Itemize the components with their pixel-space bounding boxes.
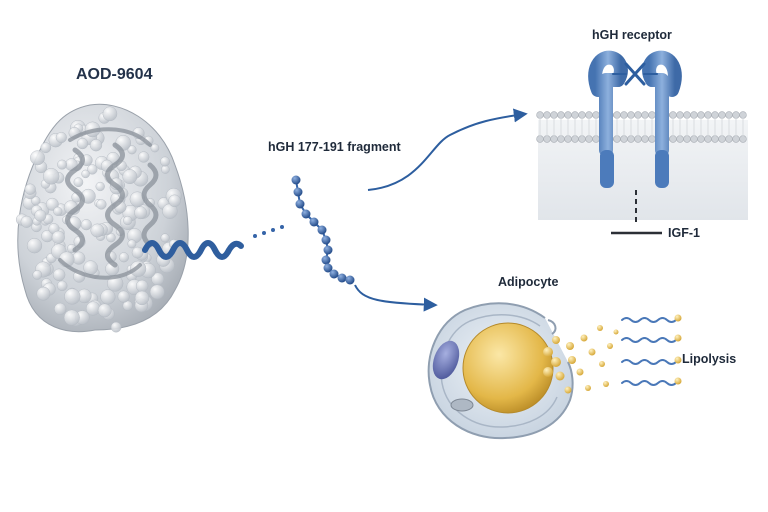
protein-helices (58, 127, 159, 280)
receptor-block-x-icon (612, 62, 658, 86)
fragment-helix (142, 225, 284, 260)
lipid-droplet (462, 322, 554, 414)
arrow-to-receptor (367, 108, 528, 191)
cell-membrane (536, 111, 748, 220)
lipolysis-label: Lipolysis (682, 352, 737, 366)
igf-label: IGF-1 (668, 226, 700, 240)
adipocyte-label: Adipocyte (498, 275, 559, 289)
arrow-to-adipocyte (354, 284, 438, 312)
hgh-receptor-left (588, 50, 628, 188)
inhibition-bar-icon (611, 190, 662, 235)
receptor-label: hGH receptor (592, 28, 672, 42)
protein-title: AOD-9604 (76, 66, 153, 83)
fragment-bead-chain (291, 175, 355, 285)
adipocyte-cell (427, 302, 574, 440)
fragment-label: hGH 177-191 fragment (268, 140, 401, 154)
fatty-acid-chains (621, 314, 682, 386)
mitochondrion (450, 398, 474, 412)
lipid-release-dots (543, 325, 619, 394)
nucleus (432, 340, 460, 380)
hgh-receptor-right (642, 50, 682, 188)
protein-surface (15, 103, 189, 333)
